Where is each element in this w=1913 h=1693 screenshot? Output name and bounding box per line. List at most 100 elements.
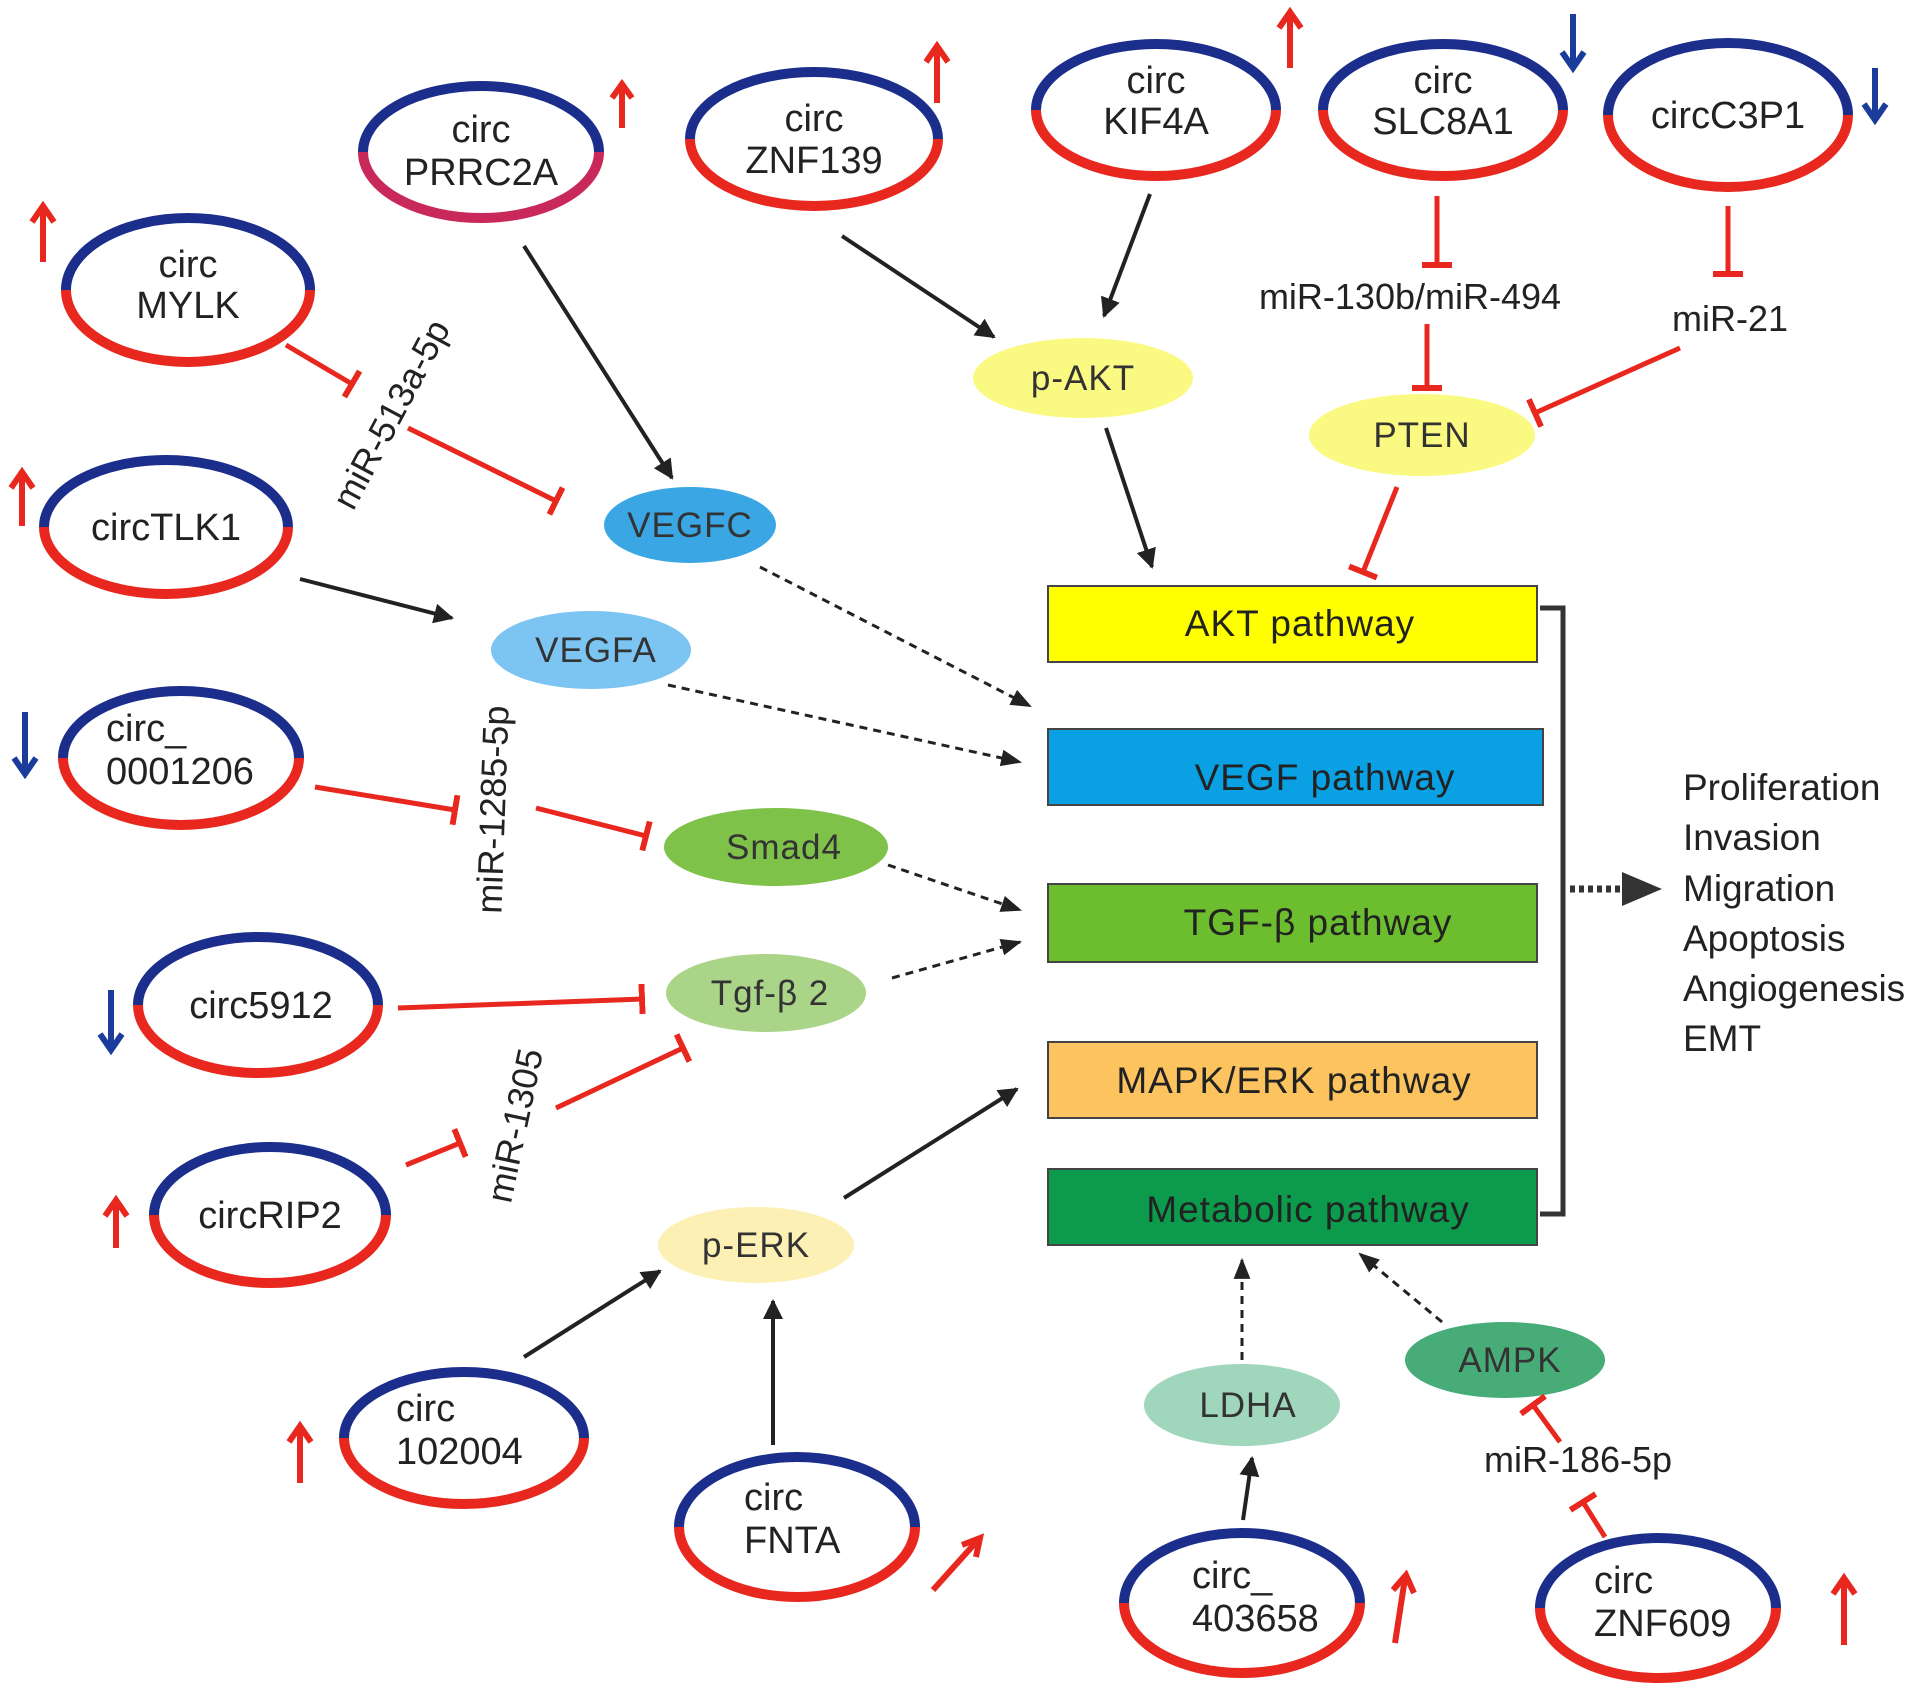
node-vegfa-label: VEGFA bbox=[535, 631, 657, 670]
up-arrow-icon bbox=[609, 78, 635, 128]
circrna-label-line2: KIF4A bbox=[1103, 101, 1209, 143]
circrna-label-line2: SLC8A1 bbox=[1372, 101, 1514, 143]
arrow-perk-to-mapk bbox=[842, 1087, 1019, 1200]
dashed-arrows bbox=[667, 565, 1443, 1360]
outcome-item: EMT bbox=[1683, 1018, 1761, 1059]
circrna-label-line1: circC3P1 bbox=[1651, 95, 1805, 137]
node-ldha-label: LDHA bbox=[1199, 1386, 1296, 1425]
up-arrow-icon bbox=[8, 466, 36, 526]
circrna-label-line2: MYLK bbox=[136, 285, 239, 327]
pathway-mapk-label: MAPK/ERK pathway bbox=[1116, 1060, 1471, 1101]
trend-arrows bbox=[8, 6, 1889, 1645]
circrna-circ-5912: circ5912 bbox=[133, 932, 383, 1078]
circrna-circ-tlk1: circTLK1 bbox=[39, 455, 293, 599]
outcome-item: Migration bbox=[1683, 868, 1835, 909]
node-p-akt: p-AKT bbox=[973, 338, 1193, 418]
node-p-erk: p-ERK bbox=[658, 1207, 854, 1283]
pathway-mapk: MAPK/ERK pathway bbox=[1047, 1041, 1538, 1119]
inhibit-5912-tgfb2 bbox=[397, 983, 646, 1015]
circrna-label-line1: circ bbox=[158, 244, 217, 286]
circrna-label-line2: 102004 bbox=[396, 1431, 523, 1473]
pathway-vegf: VEGF pathway bbox=[1047, 728, 1544, 806]
circrna-circ-slc8a1: circ SLC8A1 bbox=[1318, 39, 1568, 181]
pathway-tgf-label: TGF-β pathway bbox=[1184, 902, 1453, 943]
circrna-circ-403658: circ_ 403658 bbox=[1119, 1528, 1365, 1678]
mirna-mir-130b-494-label: miR-130b/miR-494 bbox=[1259, 276, 1561, 317]
node-vegfc-label: VEGFC bbox=[627, 506, 753, 545]
mirna-mir-513a-5p-label: miR-513a-5p bbox=[324, 313, 458, 516]
pathway-tgf: TGF-β pathway bbox=[1047, 883, 1538, 963]
circrna-label-line1: circ bbox=[396, 1388, 455, 1430]
circrna-label-line2: ZNF139 bbox=[745, 140, 882, 182]
circrna-circ-znf139: circ ZNF139 bbox=[685, 67, 943, 211]
circrna-label-line1: circ bbox=[744, 1477, 803, 1519]
mirna-mir-186-5p-label: miR-186-5p bbox=[1484, 1439, 1672, 1480]
arrow-pakt-to-akt-pathway bbox=[1104, 427, 1156, 569]
inhibit-0001206-mir1285 bbox=[314, 784, 461, 826]
mirna-mir-21-label: miR-21 bbox=[1672, 298, 1788, 339]
up-arrow-icon bbox=[286, 1420, 314, 1483]
inhibit-rip2-mir1305 bbox=[405, 1127, 469, 1168]
up-arrow-icon bbox=[1390, 1569, 1417, 1644]
circrna-label-line1: circ bbox=[1126, 60, 1185, 102]
pathway-akt-label: AKT pathway bbox=[1185, 603, 1415, 644]
pathway-metabolic: Metabolic pathway bbox=[1047, 1168, 1538, 1246]
circrna-label-line2: 0001206 bbox=[106, 751, 254, 793]
down-arrow-icon bbox=[11, 712, 39, 780]
inhibit-mir1285-smad4 bbox=[535, 805, 653, 852]
down-arrow-icon bbox=[1559, 14, 1587, 74]
circrna-label-line1: circTLK1 bbox=[91, 507, 241, 549]
circrna-circ-c3p1: circC3P1 bbox=[1603, 38, 1853, 192]
arrow-102004-to-perk bbox=[522, 1269, 662, 1359]
circrna-label-line2: 403658 bbox=[1192, 1598, 1319, 1640]
circrna-circ-prrc2a: circ PRRC2A bbox=[358, 81, 604, 223]
outcome-item: Apoptosis bbox=[1683, 918, 1846, 959]
dashed-tgfb2-to-tgf-pathway bbox=[891, 939, 1023, 980]
circrna-label-line2: ZNF609 bbox=[1594, 1603, 1731, 1645]
arrow-403658-to-ldha bbox=[1239, 1456, 1260, 1521]
up-arrow-icon bbox=[29, 200, 57, 262]
inhibition-lines bbox=[284, 196, 1743, 1539]
dashed-vegfa-to-vegf-pathway bbox=[667, 683, 1023, 767]
node-vegfc: VEGFC bbox=[604, 487, 776, 563]
inhibit-mir513a-vegfc bbox=[406, 425, 566, 516]
inhibit-mir186-ampk bbox=[1519, 1393, 1563, 1444]
mirna-mir-1285-5p-label: miR-1285-5p bbox=[468, 705, 516, 914]
circrna-label-line1: circ bbox=[784, 98, 843, 140]
inhibit-znf609-mir186 bbox=[1568, 1491, 1608, 1539]
node-ldha: LDHA bbox=[1144, 1364, 1340, 1446]
mirna-mir-1305-label: miR-1305 bbox=[478, 1045, 551, 1206]
circrna-label-line1: circ bbox=[1413, 60, 1472, 102]
node-pten-label: PTEN bbox=[1373, 416, 1470, 455]
circrna-circ-znf609: circ ZNF609 bbox=[1535, 1533, 1781, 1683]
down-arrow-icon bbox=[97, 990, 125, 1056]
dashed-smad4-to-tgf-pathway bbox=[887, 863, 1022, 912]
outcome-item: Angiogenesis bbox=[1683, 968, 1905, 1009]
pathway-akt: AKT pathway bbox=[1047, 585, 1538, 663]
up-arrow-icon bbox=[1830, 1572, 1858, 1645]
pathway-bracket bbox=[1540, 605, 1566, 1217]
circrna-label-line1: circ bbox=[1594, 1560, 1653, 1602]
circrna-label-line1: circ_ bbox=[106, 708, 187, 750]
node-tgf-b2-label: Tgf-β 2 bbox=[711, 974, 830, 1013]
pathway-metabolic-label: Metabolic pathway bbox=[1146, 1189, 1469, 1230]
up-arrow-icon bbox=[930, 1533, 985, 1593]
node-ampk: AMPK bbox=[1405, 1322, 1605, 1398]
inhibit-pten-akt-pathway bbox=[1347, 486, 1400, 581]
node-vegfa: VEGFA bbox=[491, 611, 691, 689]
circrna-circ-102004: circ 102004 bbox=[339, 1367, 589, 1509]
inhibit-mylk-mir513a bbox=[284, 342, 363, 399]
outcome-arrow bbox=[1570, 872, 1662, 906]
node-smad4-label: Smad4 bbox=[726, 828, 842, 867]
circrna-circ-0001206: circ_ 0001206 bbox=[58, 686, 304, 830]
outcomes-list: Proliferation Invasion Migration Apoptos… bbox=[1683, 767, 1905, 1059]
circrna-label-line2: PRRC2A bbox=[404, 152, 559, 194]
dashed-ampk-to-metabolic bbox=[1358, 1252, 1443, 1324]
node-smad4: Smad4 bbox=[664, 808, 888, 886]
circrna-circ-rip2: circRIP2 bbox=[149, 1142, 391, 1288]
circrna-circ-mylk: circ MYLK bbox=[61, 213, 315, 367]
outcome-item: Proliferation bbox=[1683, 767, 1880, 808]
circrna-label-line1: circ5912 bbox=[189, 985, 333, 1027]
up-arrow-icon bbox=[923, 40, 951, 103]
circrna-circ-kif4a: circ KIF4A bbox=[1031, 39, 1281, 181]
